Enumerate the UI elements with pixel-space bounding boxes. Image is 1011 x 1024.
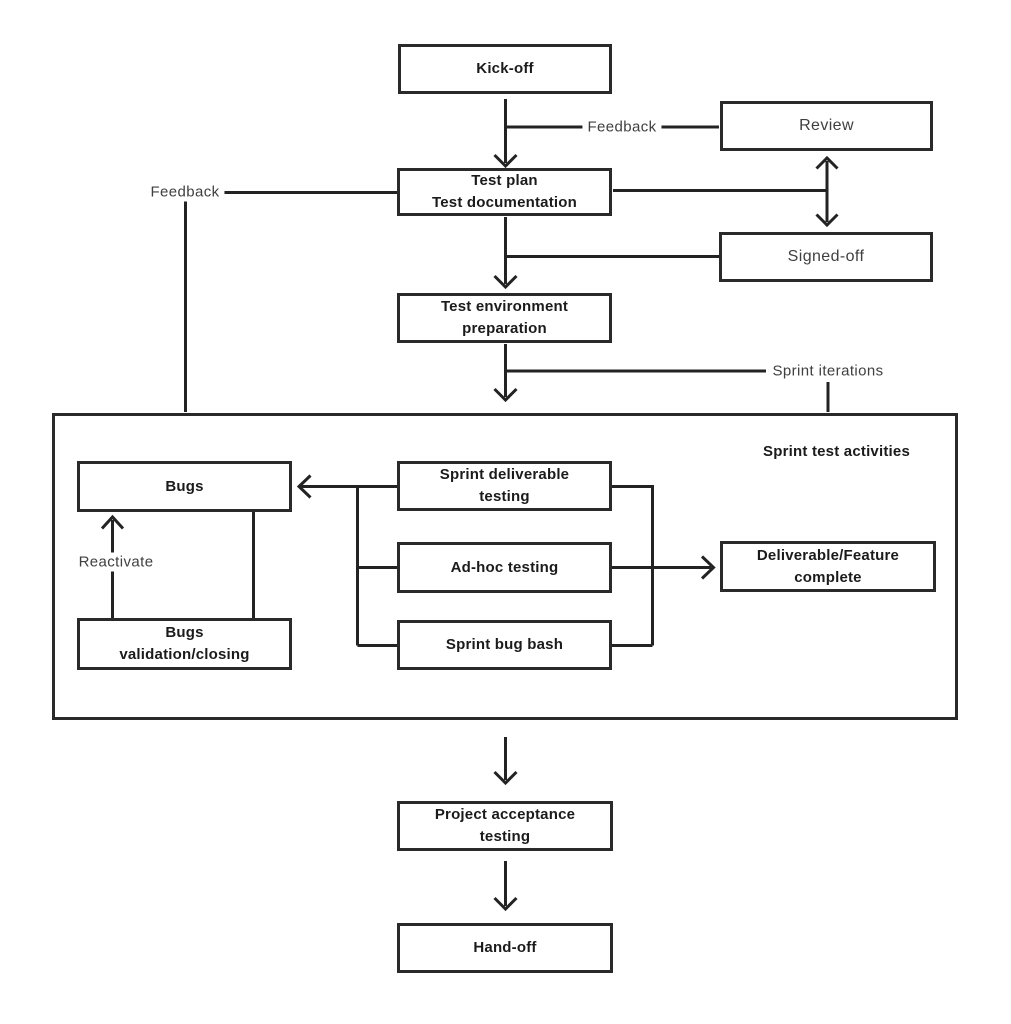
ad-hoc-testing-label: Ad-hoc testing — [450, 558, 559, 576]
bugs-validation-closing-label: Bugs validation/closing — [119, 624, 250, 663]
sprint-test-activities-container — [52, 413, 958, 720]
review-label: Review — [799, 117, 854, 135]
bugs-label: Bugs — [165, 477, 204, 495]
line-feedback-left — [184, 191, 397, 412]
sprint-bug-bash-box: Sprint bug bash — [397, 620, 612, 670]
bugs-validation-closing-box: Bugs validation/closing — [77, 618, 292, 670]
sprint-bug-bash-label: Sprint bug bash — [445, 636, 564, 654]
test-plan-box: Test plan Test documentation — [397, 168, 612, 216]
sprint-deliverable-testing-label: Sprint deliverable testing — [439, 466, 570, 505]
deliverable-feature-complete-box: Deliverable/Feature complete — [720, 541, 936, 592]
feedback-left-edge-label: Feedback — [145, 182, 225, 202]
deliverable-feature-complete-label: Deliverable/Feature complete — [756, 546, 900, 586]
kickoff-label: Kick-off — [476, 60, 534, 78]
arrow-adhoc-to-complete — [612, 555, 716, 580]
signed-off-label: Signed-off — [787, 248, 865, 266]
connector-left-tee — [356, 486, 397, 647]
test-environment-box: Test environment preparation — [397, 293, 612, 343]
kickoff-box: Kick-off — [398, 44, 612, 94]
feedback-top-edge-label: Feedback — [582, 117, 662, 137]
signed-off-box: Signed-off — [719, 232, 933, 282]
test-environment-label: Test environment preparation — [440, 298, 569, 337]
arrow-sprintbox-to-acceptance — [493, 737, 518, 786]
sprint-iterations-edge-label: Sprint iterations — [767, 361, 889, 381]
review-box: Review — [720, 101, 933, 151]
test-plan-label: Test plan Test documentation — [432, 172, 577, 211]
project-acceptance-testing-label: Project acceptance testing — [434, 806, 576, 845]
arrow-deliverable-to-bugs — [296, 474, 397, 499]
sprint-test-activities-title: Sprint test activities — [763, 443, 910, 460]
arrow-acceptance-to-handoff — [493, 861, 518, 912]
sprint-deliverable-testing-box: Sprint deliverable testing — [397, 461, 612, 511]
bugs-box: Bugs — [77, 461, 292, 512]
ad-hoc-testing-box: Ad-hoc testing — [397, 542, 612, 593]
hand-off-box: Hand-off — [397, 923, 613, 973]
connector-right-tee — [612, 485, 654, 647]
project-acceptance-testing-box: Project acceptance testing — [397, 801, 613, 851]
hand-off-label: Hand-off — [473, 939, 537, 957]
arrow-testplan-to-testenv — [493, 217, 518, 290]
arrow-kickoff-to-testplan — [493, 99, 518, 169]
reactivate-edge-label: Reactivate — [73, 552, 159, 572]
